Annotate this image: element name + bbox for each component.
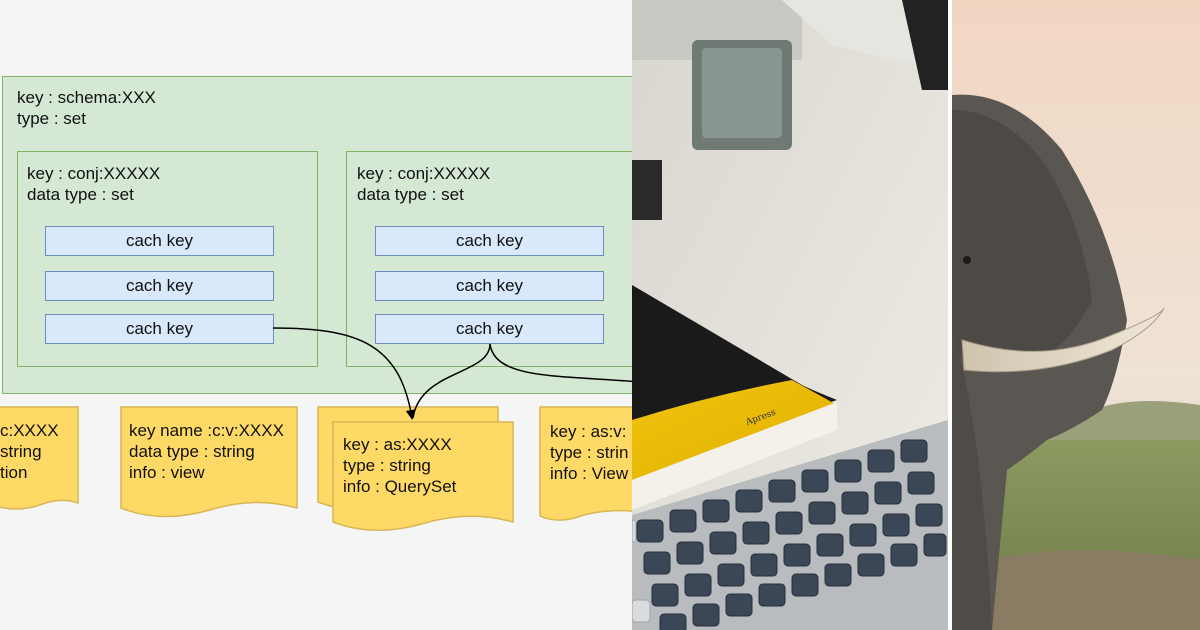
conj-type-label-1: data type : set xyxy=(27,185,134,204)
elephant-tusk xyxy=(961,307,1165,373)
diagram-panel: key : schema:XXX type : set key : conj:X… xyxy=(0,76,632,531)
cache-key-2-3: cach key xyxy=(375,314,604,344)
doc-shape-2 xyxy=(120,406,298,518)
doc-4-line-1: key : as:v: xyxy=(550,422,627,441)
doc-2-line-2: data type : string xyxy=(129,442,255,461)
schema-key-label: key : schema:XXX xyxy=(17,88,156,107)
doc-3-line-1: key : as:XXXX xyxy=(343,435,452,454)
elephant-photo xyxy=(952,0,1200,630)
doc-3-line-2: type : string xyxy=(343,456,431,475)
doc-shape-4 xyxy=(539,406,632,521)
photo-divider xyxy=(948,0,952,630)
keyboard-book-image: Apress xyxy=(632,0,948,630)
doc-3-line-3: info : QuerySet xyxy=(343,477,457,496)
doc-2-line-3: info : view xyxy=(129,463,205,482)
doc-1-line-1: c:XXXX xyxy=(0,421,59,440)
arrow-cache-to-doc-2 xyxy=(412,343,491,419)
doc-2-line-1: key name :c:v:XXXX xyxy=(129,421,284,440)
doc-shapes xyxy=(0,327,632,531)
conj-key-label-2: key : conj:XXXXX xyxy=(357,164,491,183)
doc-1-line-3: tion xyxy=(0,463,28,482)
elephant-image xyxy=(952,0,1200,630)
doc-1-line-2: string xyxy=(0,442,42,461)
arrow-cache-to-doc-3 xyxy=(489,343,632,383)
doc-4-line-3: info : View xyxy=(550,464,629,483)
doc-4-line-2: type : strin xyxy=(550,443,629,462)
cache-key-1-1: cach key xyxy=(45,226,274,256)
keyboard-book-photo: Apress xyxy=(632,0,948,630)
conj-key-label-1: key : conj:XXXXX xyxy=(27,164,161,183)
cache-key-2-2: cach key xyxy=(375,271,604,301)
schema-type-label: type : set xyxy=(17,109,86,128)
keyboard-light-keys xyxy=(632,519,651,623)
doc-shape-1 xyxy=(0,406,79,510)
cache-key-1-3: cach key xyxy=(45,314,274,344)
cache-key-1-2: cach key xyxy=(45,271,274,301)
conj-type-label-2: data type : set xyxy=(357,185,464,204)
cache-key-2-1: cach key xyxy=(375,226,604,256)
keyboard-keys xyxy=(636,439,947,630)
doc-shape-3-front xyxy=(332,421,514,531)
arrow-cache-to-doc-1 xyxy=(272,327,416,420)
